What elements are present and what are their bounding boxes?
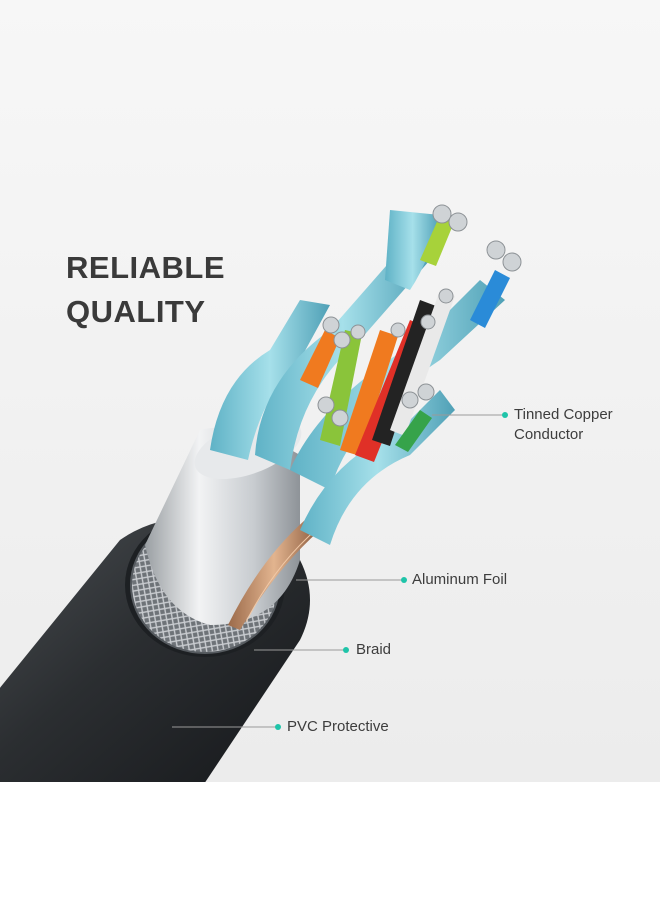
headline-line-1: RELIABLE	[66, 250, 225, 285]
cable-cross-section-illustration	[0, 204, 522, 782]
marker-foil	[401, 577, 407, 583]
callout-foil-label: Aluminum Foil	[412, 570, 507, 590]
callout-conductor-label: Tinned Copper Conductor	[514, 405, 613, 445]
conductor-tips	[317, 204, 522, 427]
callout-jacket-label: PVC Protective	[287, 717, 389, 737]
callout-conductor-line-2: Conductor	[514, 426, 584, 443]
marker-braid	[343, 647, 349, 653]
callout-markers	[275, 412, 508, 730]
headline: RELIABLE QUALITY	[66, 246, 225, 334]
marker-jacket	[275, 724, 281, 730]
bottom-whitespace	[0, 782, 660, 904]
callout-conductor-line-1: Tinned Copper	[514, 406, 613, 423]
product-image-stage: RELIABLE QUALITY Tinned Copper Conductor…	[0, 0, 660, 782]
callout-braid-line-1: Braid	[356, 641, 392, 658]
callout-jacket-line-1: PVC Protective	[287, 718, 389, 735]
callout-braid-label: Braid	[356, 640, 391, 660]
callout-leaders	[172, 414, 503, 728]
callout-foil-line-1: Aluminum Foil	[412, 571, 508, 588]
headline-line-2: QUALITY	[66, 294, 206, 329]
marker-conductor	[502, 412, 508, 418]
